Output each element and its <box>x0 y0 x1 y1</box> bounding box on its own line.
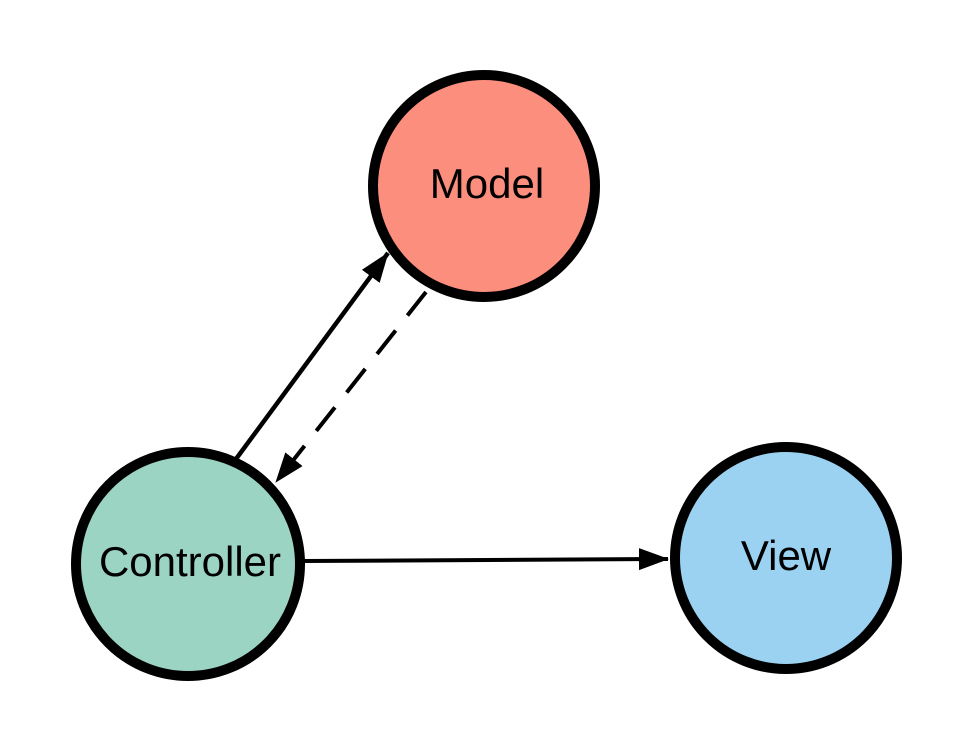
view-node: View <box>670 442 902 674</box>
view-node-label: View <box>741 532 832 579</box>
edge-model-to-controller <box>274 290 428 484</box>
edge-controller-to-view <box>303 548 669 571</box>
edge-controller-to-model <box>234 251 390 461</box>
model-node-label: Model <box>430 160 544 207</box>
controller-node-circle <box>71 447 305 681</box>
controller-node: Controller <box>71 447 305 681</box>
model-node: Model <box>368 70 600 302</box>
controller-node-label: Controller <box>99 538 281 585</box>
model-node-circle <box>368 70 600 302</box>
view-node-circle <box>670 442 902 674</box>
